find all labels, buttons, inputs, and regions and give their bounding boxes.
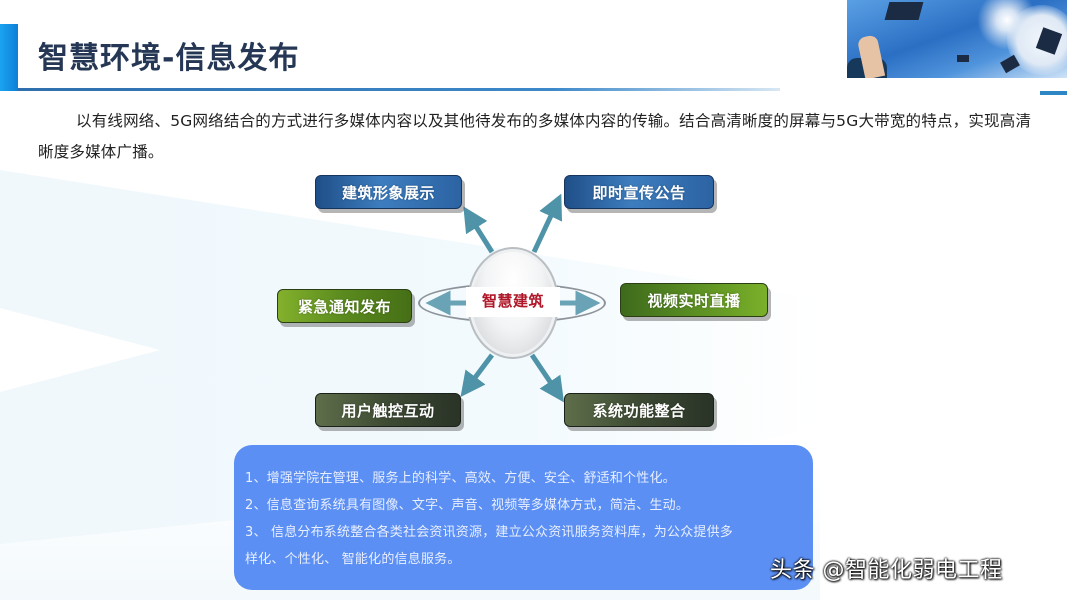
- node-building-image: 建筑形象展示: [315, 175, 462, 209]
- node-system-integration: 系统功能整合: [564, 393, 714, 427]
- banner-photo: [847, 0, 1067, 78]
- node-label: 建筑形象展示: [341, 183, 435, 202]
- benefit-item: 2、信息查询系统具有图像、文字、声音、视频等多媒体方式，简洁、生动。: [245, 498, 690, 513]
- watermark: 头条 @智能化弱电工程: [770, 558, 1003, 583]
- arrow-bottom-right: [529, 353, 564, 403]
- node-emergency-notice: 紧急通知发布: [277, 289, 412, 323]
- graduation-cap-icon: [957, 55, 969, 62]
- title-underline: [18, 88, 780, 91]
- benefit-item: 1、增强学院在管理、服务上的科学、高效、方便、安全、舒适和个性化。: [245, 471, 676, 486]
- arrow-bottom-left: [460, 353, 494, 397]
- node-label: 视频实时直播: [647, 291, 741, 310]
- hub-label-band: [466, 287, 560, 317]
- benefit-item: 样化、个性化、 智能化的信息服务。: [245, 552, 461, 567]
- hub-label: 智慧建筑: [481, 292, 544, 310]
- intro-paragraph: 以有线网络、5G网络结合的方式进行多媒体内容以及其他待发布的多媒体内容的传输。结…: [38, 112, 1032, 161]
- node-instant-announcement: 即时宣传公告: [564, 175, 714, 209]
- background-shape: [0, 308, 160, 392]
- title-underline-right: [1040, 91, 1067, 95]
- page-title: 智慧环境-信息发布: [38, 41, 300, 76]
- benefits-box: 1、增强学院在管理、服务上的科学、高效、方便、安全、舒适和个性化。 2、信息查询…: [234, 445, 813, 590]
- arrow-top-left: [463, 206, 495, 254]
- node-live-video: 视频实时直播: [620, 283, 768, 317]
- node-touch-interaction: 用户触控互动: [315, 393, 461, 427]
- graduation-cap-icon: [884, 2, 924, 20]
- node-label: 即时宣传公告: [592, 183, 686, 202]
- title-accent-bar: [0, 24, 18, 91]
- node-label: 紧急通知发布: [297, 297, 391, 316]
- node-label: 用户触控互动: [341, 401, 435, 420]
- arrow-top-right: [531, 193, 563, 254]
- node-label: 系统功能整合: [592, 401, 686, 420]
- benefit-item: 3、 信息分布系统整合各类社会资讯资源，建立公众资讯服务资料库，为公众提供多: [245, 525, 734, 540]
